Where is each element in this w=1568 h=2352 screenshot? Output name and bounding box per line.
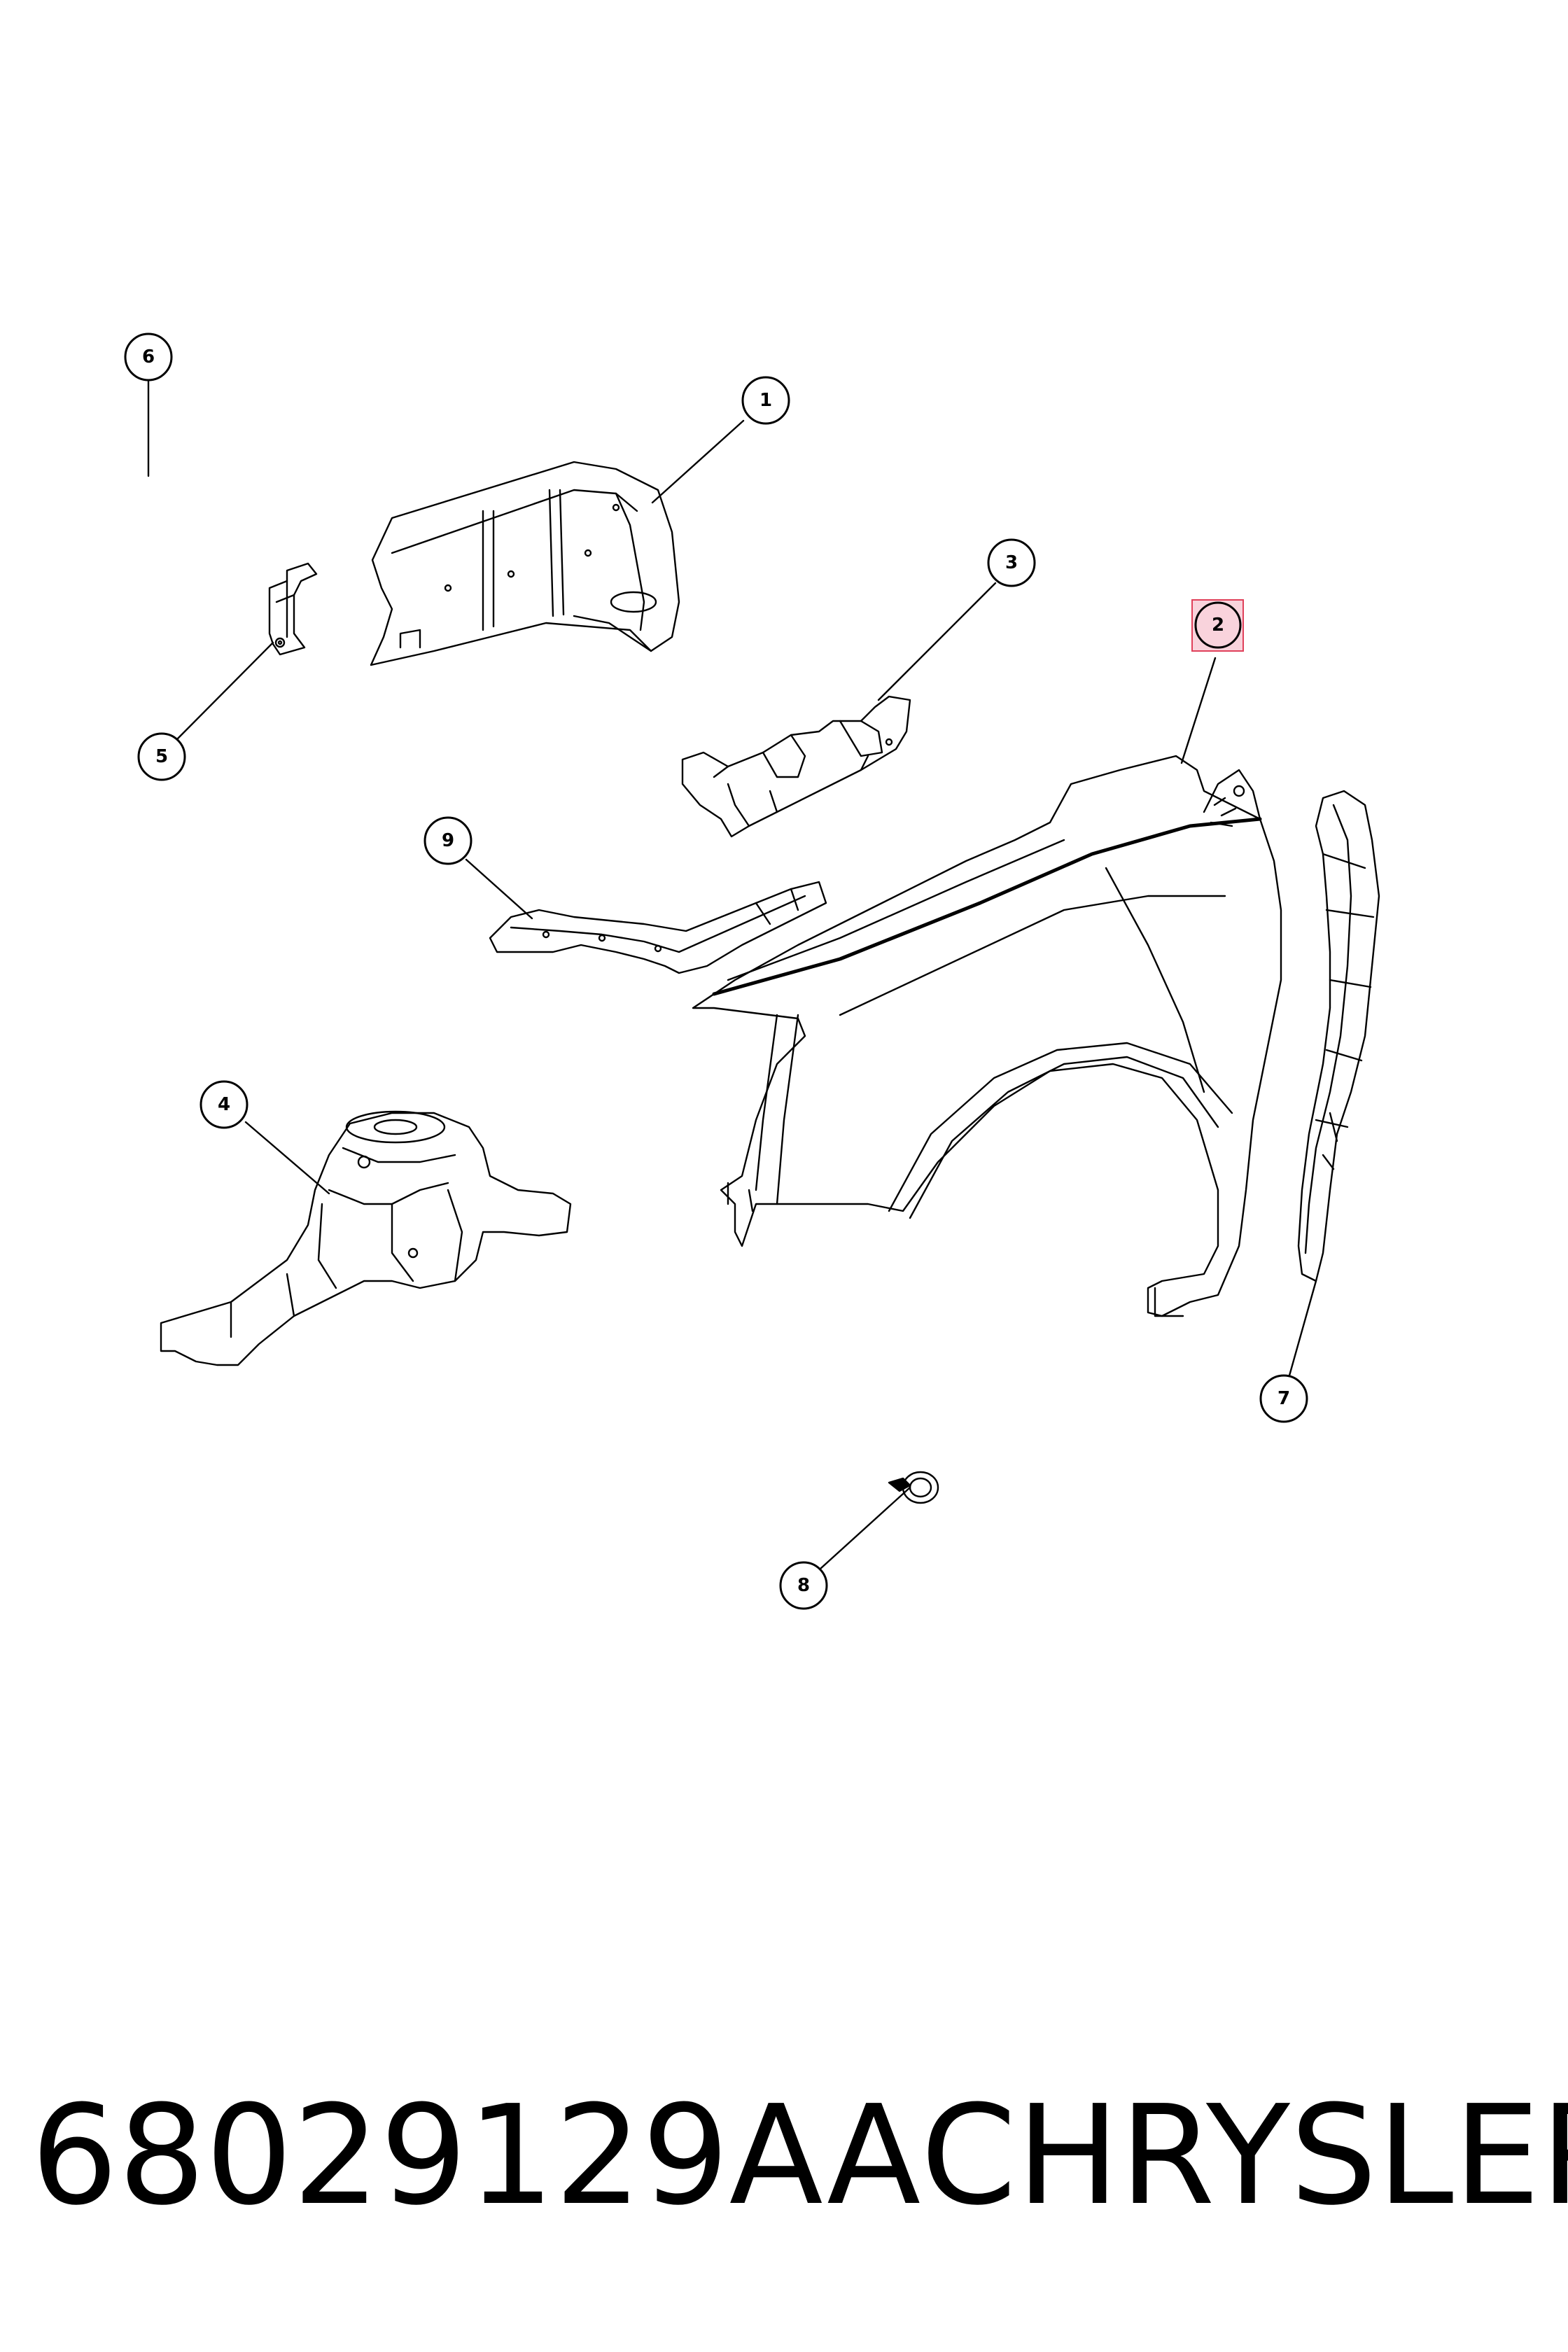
callout-8[interactable]: 8 (779, 1561, 828, 1610)
callout-9[interactable]: 9 (424, 816, 472, 865)
caption: 68029129AA CHRYSLER (31, 2072, 1568, 2240)
callout-label: 7 (1278, 1388, 1290, 1409)
callout-7[interactable]: 7 (1259, 1374, 1308, 1423)
part-3-support (681, 695, 911, 838)
part-5-bracket (268, 562, 318, 656)
callout-label: 2 (1212, 615, 1224, 636)
part-9-fender-rail (489, 881, 827, 974)
part-4-strut-tower (160, 1110, 572, 1366)
callout-label: 9 (442, 830, 454, 851)
callout-label: 4 (218, 1094, 230, 1115)
callout-2[interactable]: 2 (1191, 599, 1244, 652)
part-8-grommet (888, 1471, 939, 1504)
callout-5[interactable]: 5 (137, 732, 186, 781)
callout-label: 8 (797, 1575, 810, 1596)
callout-label: 1 (760, 390, 772, 411)
callout-highlight (1191, 599, 1244, 652)
part-2-front-fender (692, 755, 1282, 1317)
part-number: 68029129AA (31, 2076, 921, 2236)
callout-6[interactable]: 6 (124, 332, 173, 382)
callout-label: 6 (142, 346, 155, 368)
brand-name: CHRYSLER (920, 2076, 1568, 2236)
callout-1[interactable]: 1 (741, 376, 790, 425)
part-7-splash-shield (1297, 790, 1380, 1282)
callout-label: 3 (1005, 552, 1018, 573)
callout-4[interactable]: 4 (200, 1080, 248, 1129)
leader-lines (147, 379, 1317, 1570)
callout-label: 5 (155, 746, 168, 767)
callout-3[interactable]: 3 (987, 538, 1036, 587)
part-1-upper-rail (370, 461, 680, 666)
